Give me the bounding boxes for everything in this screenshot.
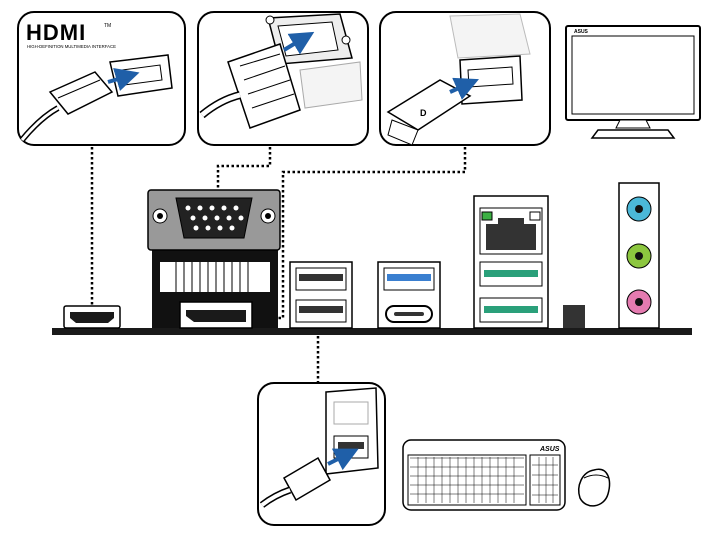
displayport-plug-icon: D bbox=[386, 79, 472, 146]
insert-arrow-icon bbox=[107, 67, 140, 91]
vga-callout bbox=[197, 11, 369, 146]
hdmi-plug-icon bbox=[19, 71, 114, 142]
displayport-callout: D bbox=[379, 11, 551, 146]
hdmi-logo: HDMI bbox=[26, 20, 86, 45]
usb2-port-stack bbox=[289, 261, 353, 329]
rear-panel bbox=[52, 328, 692, 335]
mouse-icon bbox=[578, 468, 611, 507]
insert-arrow-icon bbox=[282, 31, 315, 55]
lan-usb-stack bbox=[473, 195, 549, 329]
bios-flashback-button[interactable] bbox=[563, 305, 585, 328]
keyboard-icon: ASUS bbox=[402, 439, 566, 511]
hdmi-port[interactable] bbox=[63, 305, 121, 329]
vga-plug-icon bbox=[199, 43, 301, 129]
displayport-port[interactable] bbox=[179, 301, 253, 329]
audio-jacks bbox=[618, 182, 660, 329]
vga-displayport-stack bbox=[147, 189, 281, 329]
insert-arrow-icon bbox=[449, 77, 479, 100]
keyboard-brand: ASUS bbox=[539, 446, 560, 453]
usb-plug-icon bbox=[259, 456, 332, 508]
insert-arrow-icon bbox=[327, 448, 359, 471]
monitor-icon: ASUS bbox=[565, 25, 701, 139]
usb3-typec-stack bbox=[377, 261, 441, 329]
usb-callout bbox=[257, 382, 386, 526]
svg-text:D: D bbox=[420, 108, 427, 118]
displayport-port-illustration bbox=[449, 13, 531, 105]
hdmi-trademark: TM bbox=[104, 23, 111, 29]
hdmi-tagline: HIGH-DEFINITION MULTIMEDIA INTERFACE bbox=[27, 44, 116, 49]
vga-connector-line bbox=[216, 147, 272, 190]
monitor-brand: ASUS bbox=[574, 29, 589, 35]
lan-port[interactable] bbox=[479, 207, 543, 255]
hdmi-callout: HDMI TM HIGH-DEFINITION MULTIMEDIA INTER… bbox=[17, 11, 186, 146]
hdmi-port-illustration bbox=[109, 54, 173, 97]
